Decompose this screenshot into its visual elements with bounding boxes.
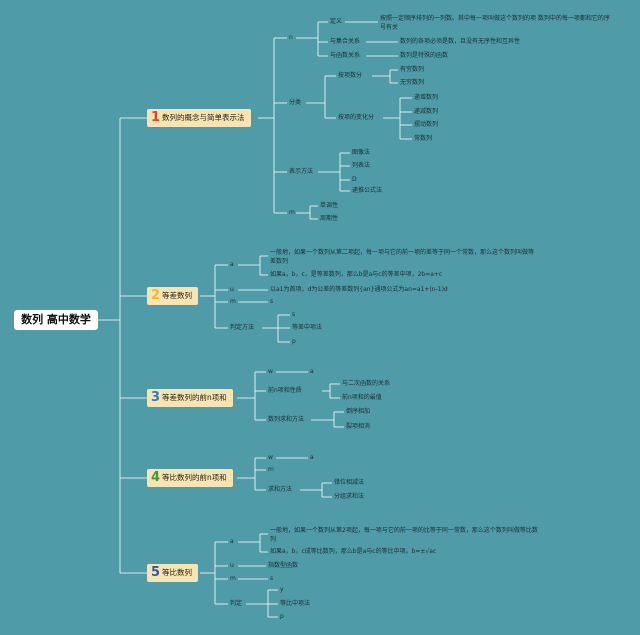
s1-infinite-node[interactable]: 无穷数列 [400,79,425,86]
s1-increasing-node[interactable]: 递增数列 [414,94,439,101]
section-1-number: 1 [151,110,161,125]
s1-oscillating-node[interactable]: 摆动数列 [414,121,439,128]
section-1-title: 数列的概念与简单表示法 [162,113,245,122]
s2-formula-text: 以a1为首项，d为公差的等差数列{an}通项公式为an=a1+(n-1)d [270,286,448,293]
s3-a-node[interactable]: a [310,368,314,375]
s1-function-relation-text: 数列是特殊的函数 [400,52,449,59]
s1-monotonic-node[interactable]: 单调性 [320,202,339,209]
s1-recurrence-node[interactable]: 递推公式法 [352,187,383,194]
s3-sum-property-node[interactable]: 前n项和性质 [268,387,302,394]
s4-a-node[interactable]: a [310,454,314,461]
s2-judge-p-node[interactable]: p [292,338,296,345]
s5-exponential-node[interactable]: 指数型函数 [268,562,299,569]
s5-judge-p-node[interactable]: p [280,613,284,620]
s4-m-node[interactable]: m [268,466,274,473]
section-3-title: 等差数列的前n项和 [162,393,227,402]
s4-w-node[interactable]: w [268,454,273,461]
s3-methods-node[interactable]: 数列求和方法 [268,416,305,423]
section-3-number: 3 [151,390,161,405]
s1-constant-node[interactable]: 常数列 [414,135,433,142]
s5-s-node[interactable]: s [270,575,274,582]
s1-by-change-node[interactable]: 按项的变化分 [338,114,375,121]
s5-judge-middle-node[interactable]: 等比中项法 [280,600,311,607]
s5-u-node[interactable]: u [230,562,234,569]
s5-judge-node[interactable]: 判定 [230,600,243,607]
s2-judge-middle-node[interactable]: 等差中项法 [292,324,323,331]
section-4-title: 等比数列的前n项和 [162,473,227,482]
s1-classify-node[interactable]: 分类 [289,99,302,106]
s2-judge-s-node[interactable]: s [292,311,296,318]
section-2-number: 2 [151,288,161,303]
s2-a-node[interactable]: a [230,261,234,268]
s3-quadratic-node[interactable]: 与二次函数的关系 [342,380,391,387]
s2-middle-term-text: 如果a，b，c，是等差数列，那么b是a与c的等差中项，2b=a+c [270,271,443,278]
s2-judge-node[interactable]: 判定方法 [230,324,255,331]
s4-group-sum-node[interactable]: 分组求和法 [334,493,365,500]
section-5-title: 等比数列 [162,568,193,577]
s4-shift-subtract-node[interactable]: 错位相减法 [334,479,365,486]
s5-middle-term-text: 如果a，b，c成等比数列，那么b是a与c的等比中项。b=±√ac [270,548,437,555]
root-node[interactable]: 数列 高中数学 [14,310,98,330]
s2-u-node[interactable]: u [230,286,234,293]
s1-set-relation-node[interactable]: 与集合关系 [330,38,361,45]
s3-telescoping-node[interactable]: 裂项相消 [346,423,371,430]
s1-represent-node[interactable]: 表示方法 [289,168,314,175]
s1-graph-node[interactable]: 图像法 [352,149,371,156]
s5-a-node[interactable]: a [230,538,234,545]
s2-s-node[interactable]: s [270,298,274,305]
s1-definition-node[interactable]: 定义 [330,18,343,25]
s5-m-node[interactable]: m [230,575,236,582]
section-2-title: 等差数列 [162,291,193,300]
s1-by-count-node[interactable]: 按项数分 [338,72,363,79]
section-5-number: 5 [151,565,161,580]
s1-decreasing-node[interactable]: 递减数列 [414,108,439,115]
s1-table-node[interactable]: 列表法 [352,162,371,169]
s1-periodic-node[interactable]: 周期性 [320,215,339,222]
s1-finite-node[interactable]: 有穷数列 [400,66,425,73]
s3-w-node[interactable]: w [268,368,273,375]
s4-methods-node[interactable]: 求和方法 [268,486,293,493]
s3-reverse-add-node[interactable]: 倒序相加 [346,408,371,415]
s1-m-node[interactable]: m [289,209,295,216]
s2-m-node[interactable]: m [230,298,236,305]
s1-definition-text: 按照一定顺序排列的一列数。其中每一项叫做这个数列的项 数列中的每一项都和它的序号… [380,15,610,31]
section-4-number: 4 [151,470,161,485]
s2-definition-text: 一般地，如果一个数列从第二项起，每一项与它的前一项的差等于同一个常数，那么这个数… [270,249,535,265]
s1-function-relation-node[interactable]: 与函数关系 [330,52,361,59]
s1-set-relation-text: 数列的各项必须是数，且没有无序性和互异性 [400,38,521,45]
s3-extremum-node[interactable]: 前n项和的最值 [342,394,382,401]
s5-judge-y-node[interactable]: y [280,586,284,593]
s1-n-node[interactable]: n [289,34,293,41]
s1-d-node[interactable]: D [352,176,357,183]
s5-definition-text: 一般地，如果一个数列从第2项起，每一项与它的前一项的比等于同一常数，那么这个数列… [270,527,538,543]
